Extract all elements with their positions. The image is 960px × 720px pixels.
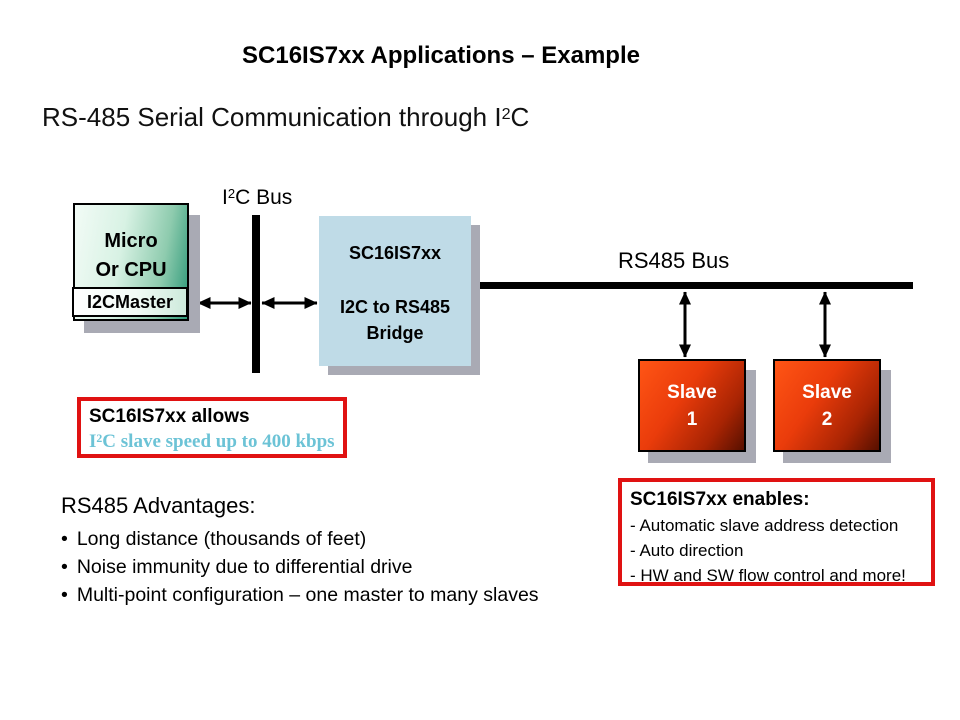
enables-note-item: - HW and SW flow control and more!	[630, 566, 906, 585]
bridge-line2: I2C to RS485	[339, 297, 451, 317]
i2c-bus-label-pre: I	[222, 186, 228, 209]
advantages-item: • Multi-point configuration – one master …	[61, 581, 539, 609]
slide-subtitle: RS-485 Serial Communication through I2C	[42, 102, 529, 133]
advantages-item-text: Long distance (thousands of feet)	[76, 528, 367, 550]
micro-cpu-line2: Or CPU	[95, 259, 167, 281]
bullet-icon: •	[61, 584, 68, 606]
advantages-block: RS485 Advantages: • Long distance (thousa…	[61, 492, 539, 609]
enables-note-item: - Auto direction	[630, 541, 744, 560]
advantages-item: • Noise immunity due to differential driv…	[61, 553, 539, 581]
allows-detail-post: C slave speed up to 400 kbps	[102, 431, 335, 452]
allows-detail-superscript: 2	[96, 431, 103, 445]
advantages-item-text: Noise immunity due to differential drive	[76, 556, 413, 578]
i2c-bus-label: I2C Bus	[222, 186, 292, 210]
slave1-line1: Slave	[667, 382, 717, 403]
slave1-line2: 1	[686, 409, 698, 430]
bridge-line3: Bridge	[366, 323, 424, 343]
i2c-bus-label-superscript: 2	[227, 186, 236, 202]
rs485-bus-line	[471, 282, 913, 289]
bridge-line1: SC16IS7xx	[348, 243, 442, 263]
allows-note-box: SC16IS7xx allows I2C slave speed up to 4…	[77, 397, 347, 458]
enables-note-item: - Automatic slave address detection	[630, 516, 899, 535]
advantages-item: • Long distance (thousands of feet)	[61, 525, 539, 553]
slide-title: SC16IS7xx Applications – Example	[242, 42, 640, 69]
advantages-item-text: Multi-point configuration – one master t…	[76, 584, 539, 606]
subtitle-text: RS-485 Serial Communication through I	[42, 102, 502, 132]
slave2-box: Slave 2	[773, 359, 881, 452]
bullet-icon: •	[61, 556, 68, 578]
slave1-box: Slave 1	[638, 359, 746, 452]
enables-note-title: SC16IS7xx enables:	[630, 489, 810, 510]
subtitle-superscript: 2	[501, 104, 511, 123]
micro-cpu-box: Micro Or CPU I2CMaster	[72, 203, 189, 321]
slave2-line1: Slave	[802, 382, 852, 403]
micro-cpu-line1: Micro	[104, 230, 158, 252]
i2c-master-sub-box: I2CMaster	[72, 287, 188, 317]
i2c-bus-label-post: C Bus	[235, 186, 293, 209]
subtitle-text-end: C	[510, 102, 530, 132]
allows-note-title: SC16IS7xx allows	[89, 406, 250, 427]
rs485-bus-label: RS485 Bus	[618, 248, 730, 273]
slave2-line2: 2	[821, 409, 833, 430]
allows-note-detail: I2C slave speed up to 400 kbps	[89, 429, 343, 456]
enables-note-box: SC16IS7xx enables: - Automatic slave add…	[618, 478, 935, 586]
bridge-box: SC16IS7xx I2C to RS485 Bridge	[319, 216, 471, 366]
advantages-heading: RS485 Advantages:	[61, 493, 256, 518]
allows-detail-pre: I	[89, 431, 97, 452]
bullet-icon: •	[61, 528, 68, 550]
i2c-bus-line	[252, 215, 260, 373]
